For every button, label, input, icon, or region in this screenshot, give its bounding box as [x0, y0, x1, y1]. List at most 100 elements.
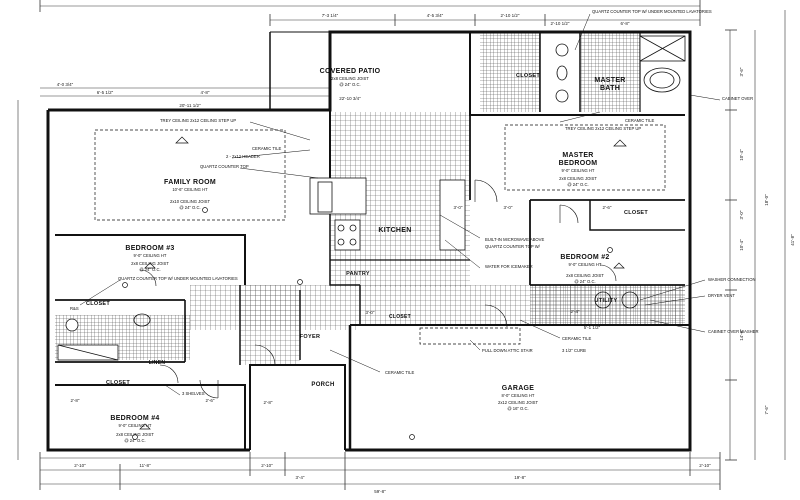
svg-text:@ 24" O.C.: @ 24" O.C. [179, 205, 200, 210]
svg-text:@ 24" O.C.: @ 24" O.C. [139, 267, 160, 272]
svg-text:8'-0" CEILING HT: 8'-0" CEILING HT [501, 393, 534, 398]
svg-text:3'-0": 3'-0" [366, 310, 375, 315]
svg-text:59'-8": 59'-8" [374, 489, 386, 494]
svg-text:2x10 CEILING JOIST: 2x10 CEILING JOIST [170, 199, 210, 204]
svg-text:@ 24" O.C.: @ 24" O.C. [567, 182, 588, 187]
svg-text:4'-5 3/4": 4'-5 3/4" [427, 13, 444, 18]
callout-quartz-bath: QUARTZ COUNTER TOP W/ UNDER MOUNTED LAVA… [118, 276, 238, 281]
svg-text:20'-11 1/2": 20'-11 1/2" [179, 103, 201, 108]
svg-text:2x8 CEILING JOIST: 2x8 CEILING JOIST [331, 76, 369, 81]
bedroom4-label: BEDROOM #4 [110, 415, 159, 422]
svg-text:2x8 CEILING JOIST: 2x8 CEILING JOIST [559, 176, 597, 181]
toilet [556, 65, 568, 81]
svg-text:6'-8": 6'-8" [621, 21, 630, 26]
svg-text:9'-0" CEILING HT: 9'-0" CEILING HT [568, 262, 601, 267]
closet-bed2-label: CLOSET [624, 210, 648, 216]
callout-quartz-top: QUARTZ COUNTER TOP W/ UNDER MOUNTED LAVA… [592, 9, 712, 14]
callout-ceramic-2: CERAMIC TILE [625, 118, 654, 123]
callout-tray-master: TREY CEILING 2x12 CEILING STEP UP [565, 126, 641, 131]
svg-text:BEDROOM: BEDROOM [559, 160, 598, 167]
svg-text:2'-10 1/2": 2'-10 1/2" [551, 21, 570, 26]
svg-text:BATH: BATH [600, 85, 620, 92]
svg-text:3'-4": 3'-4" [296, 475, 305, 480]
svg-text:2'-6": 2'-6" [603, 205, 612, 210]
washer [594, 291, 612, 309]
svg-text:@ 16" O.C.: @ 16" O.C. [507, 406, 528, 411]
kitchen-counter [439, 179, 466, 251]
svg-text:14'-6": 14'-6" [739, 329, 744, 341]
svg-text:10'-4": 10'-4" [739, 149, 744, 161]
svg-text:10'-4": 10'-4" [739, 239, 744, 251]
callout-ceramic-4: CERAMIC TILE [562, 336, 591, 341]
callout-cabinet-washer: CABINET OVER WASHER [708, 329, 759, 334]
callouts: QUARTZ COUNTER TOP W/ UNDER MOUNTED LAVA… [70, 9, 759, 396]
callout-water-ice: WATER FOR ICEMAKER [485, 264, 533, 269]
svg-text:4'-8": 4'-8" [201, 90, 210, 95]
svg-text:5'-1 1/2": 5'-1 1/2" [584, 325, 601, 330]
svg-text:19'-8": 19'-8" [514, 475, 526, 480]
svg-text:7'-3 1/4": 7'-3 1/4" [322, 13, 339, 18]
svg-text:3'-0": 3'-0" [739, 210, 744, 219]
svg-text:@ 24" O.C.: @ 24" O.C. [124, 438, 145, 443]
range [334, 219, 361, 251]
svg-text:9'-0" CEILING HT: 9'-0" CEILING HT [133, 253, 166, 258]
hall-bath-lavatory [65, 318, 79, 332]
callout-shelves: 3 SHELVES [182, 391, 205, 396]
svg-text:7'-6": 7'-6" [764, 405, 769, 414]
callout-pull-down: PULL DOWN ATTIC STAIR [482, 348, 533, 353]
bedroom3-label: BEDROOM #3 [125, 245, 174, 252]
garage-label: GARAGE [502, 385, 535, 392]
svg-text:4'-0 3/4": 4'-0 3/4" [57, 82, 74, 87]
foyer-label: FOYER [300, 334, 320, 340]
bedroom2-label: BEDROOM #2 [560, 254, 609, 261]
door-swings [139, 179, 617, 399]
svg-text:@ 24" O.C.: @ 24" O.C. [339, 82, 360, 87]
svg-text:18'-0": 18'-0" [764, 194, 769, 206]
callout-shelf-rod: R&S [70, 306, 79, 311]
svg-text:2'-10": 2'-10" [699, 463, 711, 468]
svg-text:2x8 CEILING JOIST: 2x8 CEILING JOIST [116, 432, 154, 437]
callout-tray-family: TREY CEILING 2x12 CEILING STEP UP [160, 118, 236, 123]
tile-floor-areas [55, 32, 685, 365]
svg-text:2'-8": 2'-8" [71, 398, 80, 403]
svg-text:@ 24" O.C.: @ 24" O.C. [574, 279, 595, 284]
callout-ceramic-1: CERAMIC TILE [252, 146, 281, 151]
svg-text:2x8 CEILING JOIST: 2x8 CEILING JOIST [566, 273, 604, 278]
kitchen-island [309, 177, 367, 215]
svg-text:3'-6": 3'-6" [739, 67, 744, 76]
callout-header: 2 - 2x12 HEADER [226, 154, 260, 159]
symbols [122, 136, 627, 440]
svg-text:6'-5 1/2": 6'-5 1/2" [97, 90, 114, 95]
closet-bed3-label: CLOSET [86, 301, 110, 307]
linen-label: LINEN [149, 360, 166, 366]
dryer [621, 291, 639, 309]
svg-text:2'-6": 2'-6" [206, 398, 215, 403]
utility-label: UTILITY [595, 298, 618, 304]
dimension-labels: 7'-3 1/4" 4'-5 3/4" 2'-10 1/2" 2'-10 1/2… [57, 13, 795, 494]
svg-text:11'-8": 11'-8" [139, 463, 151, 468]
kitchen-label: KITCHEN [378, 227, 411, 234]
svg-text:3'-0": 3'-0" [454, 205, 463, 210]
svg-text:22'-10 3/4": 22'-10 3/4" [339, 96, 361, 101]
dimension-lines [17, 0, 786, 490]
svg-text:2'-10": 2'-10" [261, 463, 273, 468]
walls [46, 30, 692, 452]
svg-text:41'-8": 41'-8" [790, 234, 795, 246]
callout-microwave: BUILT-IN MICROWAVE ABOVE [485, 237, 544, 242]
callout-quartz-kitchen2: QUARTZ COUNTER TOP W/ [485, 244, 541, 249]
callout-leaders [79, 13, 721, 396]
svg-text:9'-0" CEILING HT: 9'-0" CEILING HT [561, 168, 594, 173]
callout-curb: 3 1/2" CURB [562, 348, 586, 353]
closet-bed4-label: CLOSET [106, 380, 130, 386]
svg-text:2x8 CEILING JOIST: 2x8 CEILING JOIST [131, 261, 169, 266]
pantry-label: PANTRY [346, 271, 370, 277]
closet-master-label: CLOSET [516, 73, 540, 79]
callout-ceramic-3: CERAMIC TILE [385, 370, 414, 375]
svg-text:2'-10 1/2": 2'-10 1/2" [501, 13, 520, 18]
svg-text:2x12 CEILING JOIST: 2x12 CEILING JOIST [498, 400, 538, 405]
svg-text:2'-10": 2'-10" [74, 463, 86, 468]
svg-text:2'-4": 2'-4" [571, 309, 580, 314]
callout-dryer-vent: DRYER VENT [708, 293, 735, 298]
closet-bath-label: CLOSET [389, 314, 411, 320]
